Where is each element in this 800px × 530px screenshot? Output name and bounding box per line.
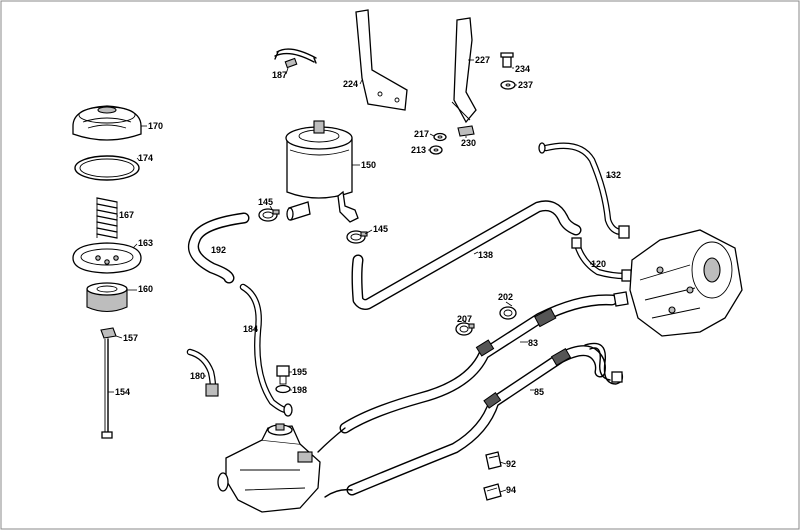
washer-217 bbox=[433, 132, 447, 142]
callout-198: 198 bbox=[292, 385, 308, 395]
hose-138 bbox=[351, 200, 582, 310]
callout-160: 160 bbox=[138, 284, 154, 294]
clamp-202 bbox=[499, 306, 517, 320]
callout-213: 213 bbox=[411, 145, 427, 155]
callout-120: 120 bbox=[591, 259, 607, 269]
center-bolt bbox=[101, 338, 113, 439]
power-steering-pump bbox=[629, 229, 743, 337]
clip-94 bbox=[483, 483, 502, 501]
banjo-bolt-195 bbox=[276, 365, 290, 385]
callout-138: 138 bbox=[478, 250, 494, 260]
callout-195: 195 bbox=[292, 367, 308, 377]
pressure-hose-83 bbox=[317, 291, 629, 453]
return-hose-184 bbox=[239, 283, 293, 417]
bracket-224 bbox=[355, 9, 408, 111]
callout-94: 94 bbox=[506, 485, 517, 495]
callout-145-upper: 145 bbox=[258, 197, 274, 207]
callout-237: 237 bbox=[518, 80, 534, 90]
nut-213 bbox=[429, 145, 443, 155]
callout-230: 230 bbox=[461, 138, 477, 148]
callout-83: 83 bbox=[528, 338, 539, 348]
clip-92 bbox=[485, 451, 502, 470]
filter-plate bbox=[72, 242, 142, 274]
callout-217: 217 bbox=[414, 129, 430, 139]
callout-184: 184 bbox=[243, 324, 259, 334]
leader-lines bbox=[108, 59, 612, 493]
spring bbox=[96, 197, 118, 239]
filter-element bbox=[86, 282, 128, 313]
callout-157: 157 bbox=[123, 333, 139, 343]
callout-170: 170 bbox=[148, 121, 164, 131]
cover-gasket bbox=[74, 155, 140, 181]
clip-230 bbox=[457, 125, 475, 137]
callout-180: 180 bbox=[190, 371, 206, 381]
callout-224: 224 bbox=[343, 79, 359, 89]
callout-202: 202 bbox=[498, 292, 514, 302]
washer-237 bbox=[500, 80, 516, 90]
callout-145-lower: 145 bbox=[373, 224, 389, 234]
line-132 bbox=[538, 142, 630, 239]
clamp-207 bbox=[455, 322, 475, 336]
washer-198 bbox=[275, 384, 291, 394]
reservoir-outlet bbox=[286, 201, 311, 221]
fluid-reservoir bbox=[285, 120, 359, 223]
callout-207: 207 bbox=[457, 314, 473, 324]
callout-174: 174 bbox=[138, 153, 154, 163]
callout-234: 234 bbox=[515, 64, 531, 74]
steering-gearbox bbox=[217, 423, 321, 513]
reservoir-cap bbox=[72, 105, 142, 141]
callout-132: 132 bbox=[606, 170, 622, 180]
clamp-187 bbox=[274, 48, 317, 69]
callout-227: 227 bbox=[475, 55, 491, 65]
bracket-227 bbox=[451, 17, 477, 124]
fitting-180 bbox=[186, 348, 219, 397]
bolt-234 bbox=[500, 52, 514, 68]
callout-85: 85 bbox=[534, 387, 545, 397]
hose-clamp-145-lower bbox=[346, 230, 368, 244]
suction-hose-192 bbox=[187, 212, 250, 284]
callout-192: 192 bbox=[211, 245, 227, 255]
callout-154: 154 bbox=[115, 387, 131, 397]
callout-92: 92 bbox=[506, 459, 517, 469]
nut bbox=[100, 327, 117, 339]
callout-167: 167 bbox=[119, 210, 135, 220]
hose-clamp-145-upper bbox=[258, 208, 280, 222]
callout-187: 187 bbox=[272, 70, 288, 80]
hose-85 bbox=[324, 342, 624, 498]
callout-163: 163 bbox=[138, 238, 154, 248]
callout-150: 150 bbox=[361, 160, 377, 170]
